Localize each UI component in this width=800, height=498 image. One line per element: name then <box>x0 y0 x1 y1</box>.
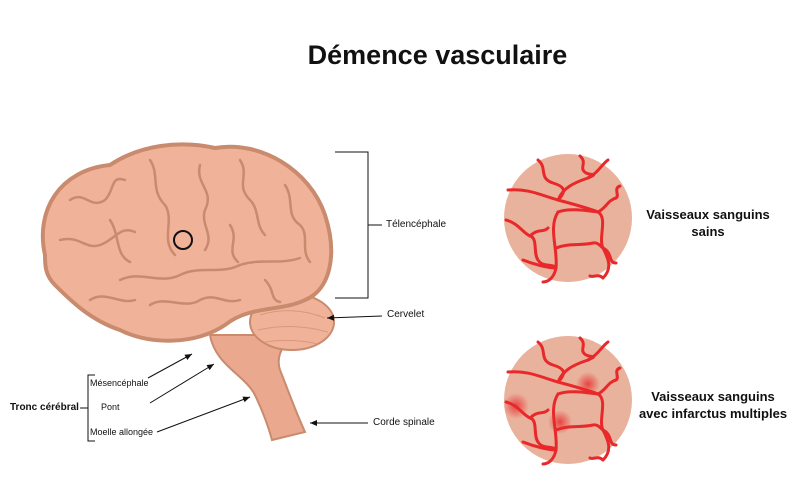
caption-infarct-line2: avec infarctus multiples <box>638 406 788 421</box>
caption-infarct-line1: Vaisseaux sanguins <box>651 389 775 404</box>
caption-healthy-line1: Vaisseaux sanguins <box>646 207 770 222</box>
mesencephale-arrow <box>147 353 193 379</box>
page-title: Démence vasculaire <box>307 40 568 70</box>
healthy-vessels <box>504 154 632 284</box>
brain-illustration <box>40 142 335 442</box>
moelle-arrow <box>156 396 251 433</box>
label-cervelet: Cervelet <box>387 309 425 320</box>
label-corde-spinale: Corde spinale <box>373 417 435 428</box>
tronc-bracket <box>80 374 95 442</box>
label-mesencephale: Mésencéphale <box>90 378 149 388</box>
caption-healthy-line2: sains <box>691 224 725 239</box>
label-pont: Pont <box>101 402 120 412</box>
brainstem <box>208 334 307 442</box>
infarct-spot <box>503 393 529 419</box>
infarct-spot <box>576 372 600 396</box>
cerebrum <box>40 142 334 343</box>
caption-infarct: Vaisseaux sanguins avec infarctus multip… <box>628 388 798 422</box>
label-tronc-cerebral: Tronc cérébral <box>10 402 79 413</box>
infarct-spot <box>548 410 572 434</box>
label-moelle-allongee: Moelle allongée <box>90 427 154 437</box>
pont-arrow <box>149 363 215 404</box>
caption-healthy: Vaisseaux sanguins sains <box>623 206 793 240</box>
telencephale-bracket <box>335 151 382 299</box>
label-telencephale: Télencéphale <box>386 219 447 230</box>
infarct-vessels <box>503 336 632 466</box>
marker-circle <box>173 230 193 250</box>
cervelet-arrow <box>326 314 383 321</box>
